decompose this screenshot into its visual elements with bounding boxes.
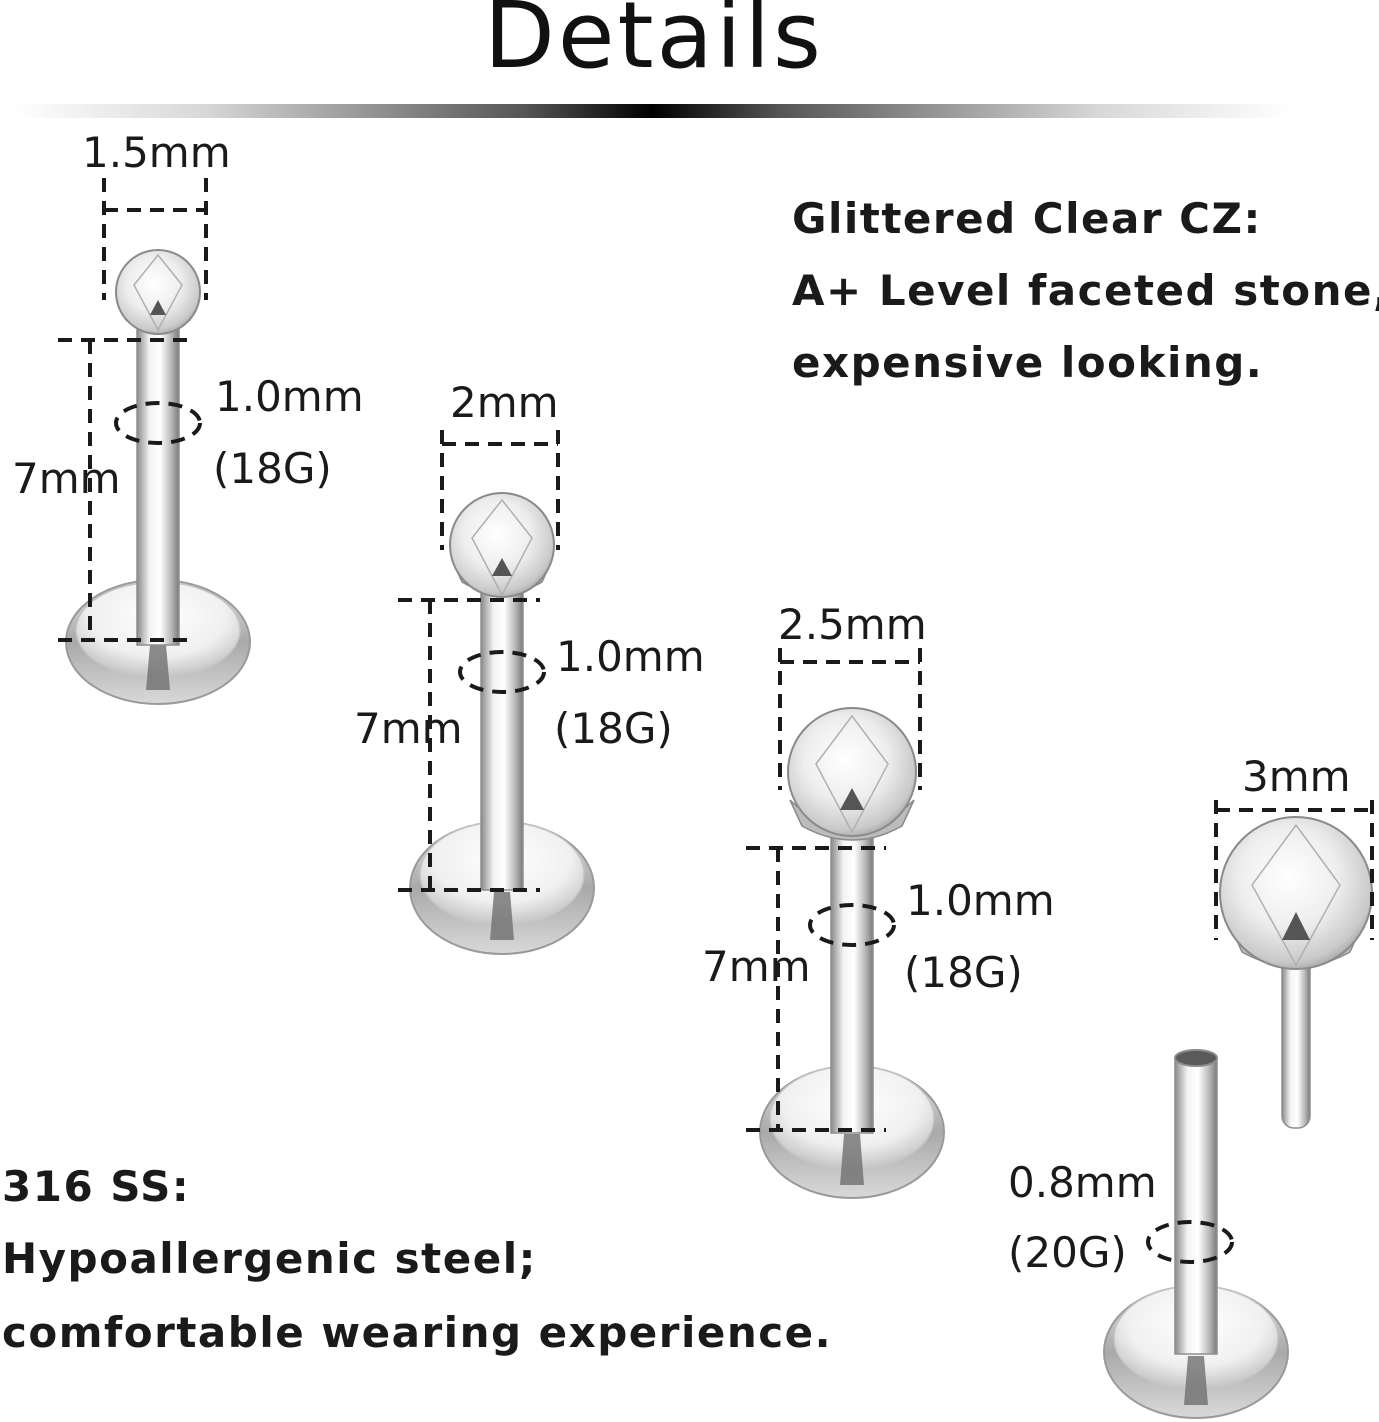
steel-line-2: comfortable wearing experience. bbox=[2, 1308, 833, 1357]
steel-heading: 316 SS: bbox=[2, 1162, 191, 1211]
labret-2 bbox=[409, 492, 595, 955]
gauge-label-4: (20G) bbox=[1008, 1228, 1127, 1277]
dimension-lines bbox=[58, 178, 1374, 1264]
wire-size-label-3: 1.0mm bbox=[906, 876, 1055, 925]
gauge-label-3: (18G) bbox=[904, 948, 1023, 997]
gem-size-label-4: 3mm bbox=[1242, 752, 1351, 801]
labret-4 bbox=[1103, 816, 1373, 1419]
gauge-label-2: (18G) bbox=[554, 704, 673, 753]
gem-size-label-1: 1.5mm bbox=[82, 128, 231, 177]
length-label-1: 7mm bbox=[12, 454, 121, 503]
length-label-3: 7mm bbox=[702, 942, 811, 991]
divider-bar bbox=[14, 104, 1290, 118]
labret-1 bbox=[65, 249, 251, 705]
page-title: Details bbox=[484, 0, 824, 89]
cz-heading: Glittered Clear CZ: bbox=[792, 194, 1262, 243]
wire-size-label-1: 1.0mm bbox=[215, 372, 364, 421]
cz-line-2: expensive looking. bbox=[792, 338, 1264, 387]
cz-line-1: A+ Level faceted stone, bbox=[792, 266, 1379, 315]
wire-size-label-4: 0.8mm bbox=[1008, 1158, 1157, 1207]
length-label-2: 7mm bbox=[354, 704, 463, 753]
gem-size-label-2: 2mm bbox=[450, 378, 559, 427]
gem-size-label-3: 2.5mm bbox=[778, 600, 927, 649]
gauge-label-1: (18G) bbox=[213, 444, 332, 493]
steel-line-1: Hypoallergenic steel; bbox=[2, 1234, 537, 1283]
wire-size-label-2: 1.0mm bbox=[556, 632, 705, 681]
